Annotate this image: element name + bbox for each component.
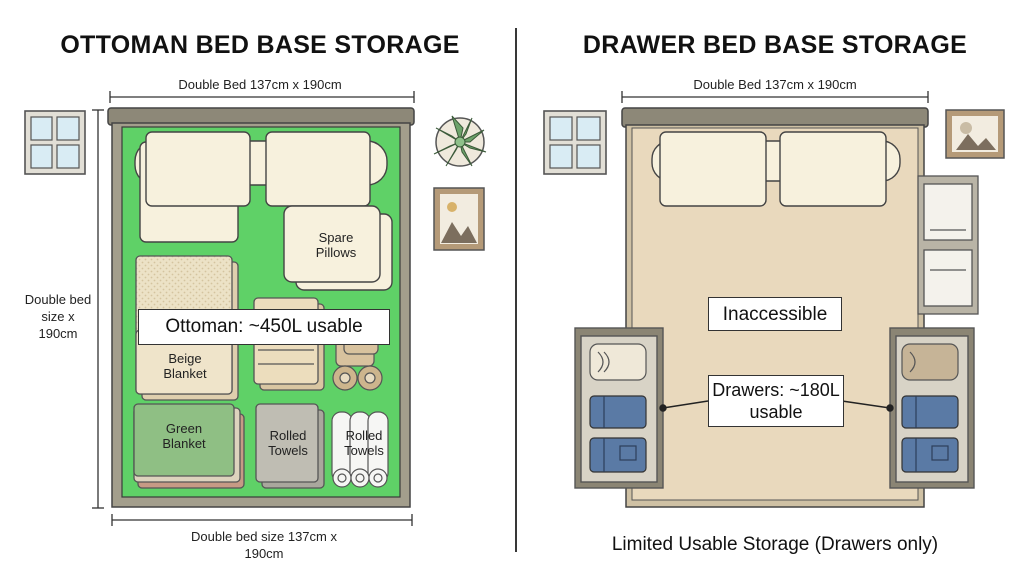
drawers-capacity-callout: Drawers: ~180L usable xyxy=(708,375,844,427)
right-top-dimension-line xyxy=(621,91,929,103)
left-side-dimension-line xyxy=(92,109,104,509)
white-towel-rolls xyxy=(331,411,389,488)
pillow xyxy=(139,131,251,243)
ottoman-capacity-callout: Ottoman: ~450L usable xyxy=(138,309,390,345)
right-title: DRAWER BED BASE STORAGE xyxy=(582,31,968,59)
sweater-icon xyxy=(589,343,647,381)
grey-towel-stack xyxy=(255,403,325,489)
plant-icon xyxy=(433,115,487,167)
rolled-towels-white-label: Rolled Towels xyxy=(344,428,384,458)
left-bottom-dimension: Double bed size 137cm x 190cm xyxy=(191,529,337,561)
pillow xyxy=(265,131,371,207)
window-icon xyxy=(24,110,86,175)
rolled-towels-grey-label: Rolled Towels xyxy=(268,428,308,458)
left-top-dimension-line xyxy=(109,91,415,103)
drawer-icon xyxy=(917,175,979,315)
picture-frame-icon xyxy=(433,187,485,251)
drawer-footer-note: Limited Usable Storage (Drawers only) xyxy=(611,534,939,555)
left-title: OTTOMAN BED BASE STORAGE xyxy=(60,31,460,59)
left-bottom-dimension-line xyxy=(111,514,413,526)
left-side-dimension: Double bed size x 190cm xyxy=(24,292,92,341)
spare-pillows-label: Spare Pillows xyxy=(315,230,357,260)
drawers-callout-leaders xyxy=(659,400,894,412)
left-top-dimension: Double Bed 137cm x 190cm xyxy=(178,77,342,92)
pillow xyxy=(659,131,887,207)
green-blanket-label: Green Blanket xyxy=(162,421,206,451)
jeans-icon xyxy=(901,395,959,473)
right-top-dimension: Double Bed 137cm x 190cm xyxy=(693,77,857,92)
spare-pillows-stack xyxy=(283,205,393,291)
picture-frame-icon xyxy=(945,109,1005,159)
green-blanket-stack xyxy=(133,403,245,489)
beige-blanket-label: Beige Blanket xyxy=(163,351,207,381)
jeans-icon xyxy=(589,395,647,473)
inaccessible-callout: Inaccessible xyxy=(708,297,842,331)
sweater-icon xyxy=(901,343,959,381)
window-icon xyxy=(543,110,607,175)
